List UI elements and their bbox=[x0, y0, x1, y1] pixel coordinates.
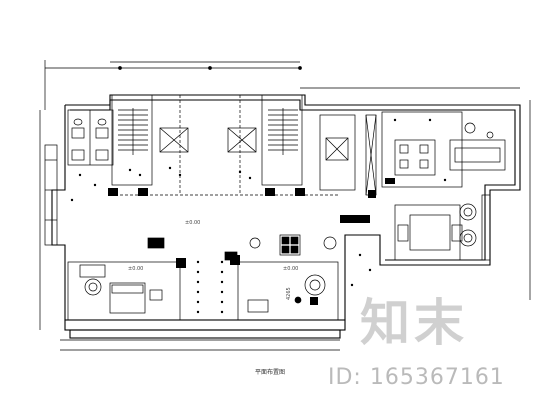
bedroom-area bbox=[67, 261, 181, 321]
living-area bbox=[394, 194, 491, 261]
study-label: ±0.00 bbox=[283, 266, 298, 272]
bedroom-label: ±0.00 bbox=[128, 266, 143, 272]
left-wall-strip bbox=[44, 144, 58, 246]
structural-columns bbox=[108, 178, 395, 305]
stair-core-right bbox=[261, 94, 303, 186]
watermark-logo: 知末 bbox=[360, 294, 468, 352]
dining-area bbox=[381, 111, 506, 188]
study-area bbox=[237, 261, 339, 321]
dimension-lines bbox=[39, 60, 531, 351]
drawing-title: 平面布置图 bbox=[255, 369, 286, 376]
planter-dots bbox=[70, 118, 447, 314]
watermark-id: ID: 165367161 bbox=[328, 365, 505, 390]
elevator-shafts bbox=[159, 127, 257, 153]
restroom-block bbox=[67, 109, 114, 166]
stair-core-left bbox=[111, 94, 153, 186]
study-vertical-label: 4265 bbox=[286, 287, 292, 300]
hall-label: ±0.00 bbox=[185, 220, 200, 226]
vertical-shaft bbox=[319, 114, 377, 196]
